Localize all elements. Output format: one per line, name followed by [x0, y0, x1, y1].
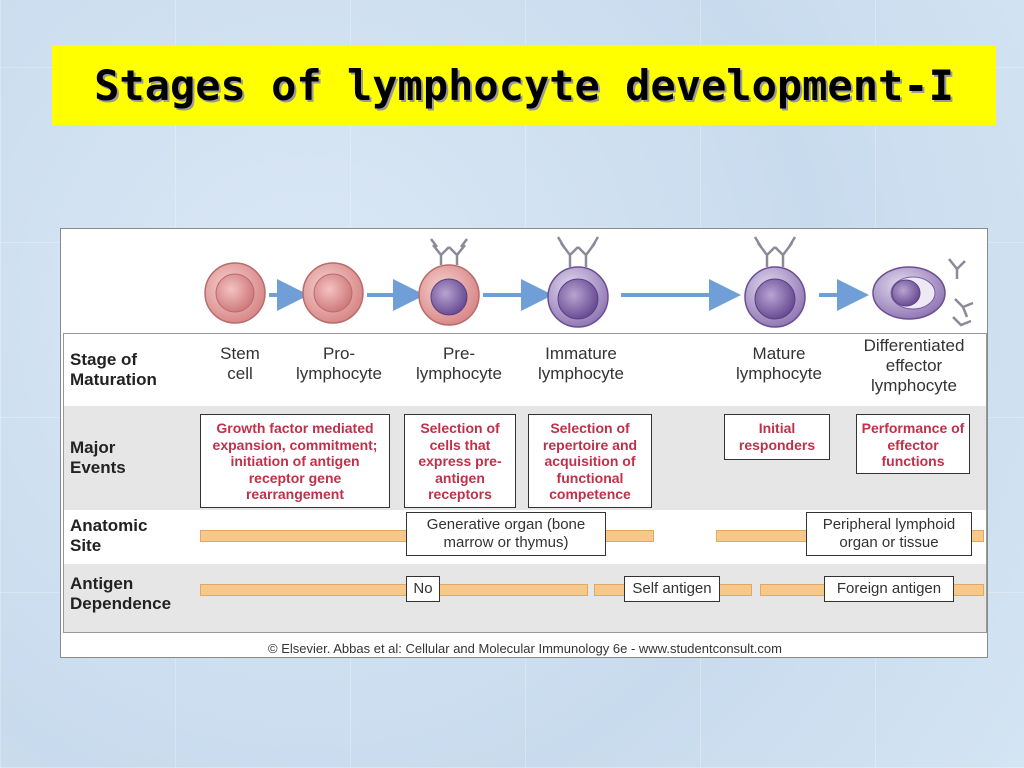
site-row: Anatomic Site Generative organ (bone mar… [64, 510, 986, 564]
stage-immature-lymphocyte: Immature lymphocyte [538, 344, 624, 383]
effector-lymphocyte-icon [872, 258, 974, 327]
stage-pro-lymphocyte: Pro-lymphocyte [296, 344, 382, 383]
stage-pre-lymphocyte: Pre-lymphocyte [416, 344, 502, 383]
slide-title: Stages of lymphocyte development-I [94, 60, 954, 110]
title-banner: Stages of lymphocyte development-I [52, 45, 996, 125]
pro-lymphocyte-icon [302, 262, 364, 324]
event-effector-functions: Performance of effector functions [856, 414, 970, 474]
stage-row: Stage of Maturation Stem cell Pro-lympho… [64, 334, 986, 406]
figure-credit: © Elsevier. Abbas et al: Cellular and Mo… [268, 641, 782, 656]
mature-lymphocyte-icon [744, 236, 806, 328]
stem-cell-icon [204, 262, 266, 324]
events-row: Major Events Growth factor mediated expa… [64, 406, 986, 510]
stage-mature-lymphocyte: Mature lymphocyte [736, 344, 822, 383]
site-generative-organ: Generative organ (bone marrow or thymus) [406, 512, 606, 556]
antigen-bar-none [200, 584, 588, 596]
lymphocyte-development-figure: Stage of Maturation Stem cell Pro-lympho… [60, 228, 988, 658]
row-label-antigen: Antigen Dependence [70, 574, 172, 613]
event-initial-responders: Initial responders [724, 414, 830, 460]
event-selection-pre-receptor: Selection of cells that express pre-anti… [404, 414, 516, 508]
antigen-no: No [406, 576, 440, 602]
site-peripheral-organ: Peripheral lymphoid organ or tissue [806, 512, 972, 556]
pre-receptor-icon [430, 238, 468, 265]
stage-stem-cell: Stem cell [220, 344, 260, 383]
event-growth-factor: Growth factor mediated expansion, commit… [200, 414, 390, 508]
mature-receptor-icon [753, 236, 797, 267]
row-label-site: Anatomic Site [70, 516, 148, 555]
event-selection-repertoire: Selection of repertoire and acquisition … [528, 414, 652, 508]
row-label-events: Major Events [70, 438, 126, 477]
cell-illustrations [204, 236, 974, 328]
pre-lymphocyte-icon [418, 238, 480, 326]
secreted-antibody-icon [948, 258, 974, 327]
antigen-self: Self antigen [624, 576, 720, 602]
antigen-receptor-icon [556, 236, 600, 267]
antigen-foreign: Foreign antigen [824, 576, 954, 602]
immature-lymphocyte-icon [547, 236, 609, 328]
maturation-table: Stage of Maturation Stem cell Pro-lympho… [63, 333, 987, 633]
antigen-row: Antigen Dependence No Self antigen Forei… [64, 564, 986, 632]
stage-effector-lymphocyte: Differentiated effector lymphocyte [863, 336, 965, 395]
row-label-stage: Stage of Maturation [70, 350, 157, 389]
